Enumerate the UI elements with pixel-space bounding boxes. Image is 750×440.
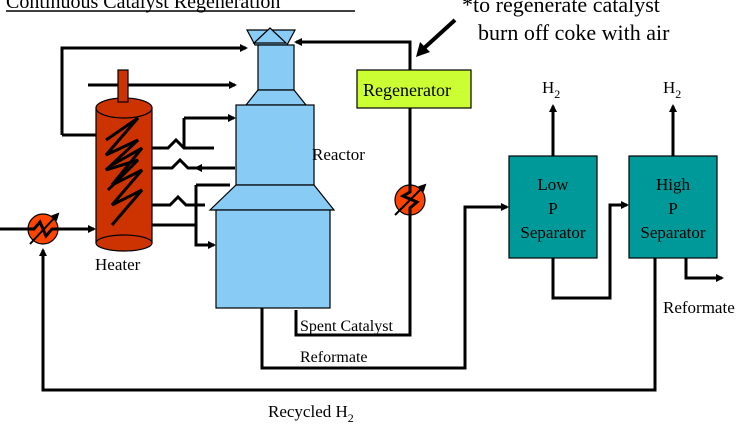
note-line-1: *to regenerate catalyst [462, 0, 660, 17]
high-sep-label-1: High [656, 175, 691, 194]
heat-exchanger-feed [18, 212, 68, 245]
spent-catalyst-line [294, 220, 412, 337]
reformate-out-line [684, 258, 724, 282]
crossover-1 [152, 137, 214, 150]
heat-exchanger-regen [394, 180, 427, 220]
recycled-h2-label: Recycled H2 [268, 402, 354, 425]
heater [95, 69, 153, 252]
reactor-label: Reactor [312, 145, 365, 164]
crossover-3 [152, 194, 205, 207]
reactor-to-low-sep-line [260, 203, 509, 370]
low-to-high-sep-line [551, 201, 629, 300]
h2-label-high: H2 [663, 78, 681, 101]
low-sep-label-1: Low [537, 175, 569, 194]
low-sep-label-3: Separator [520, 223, 585, 242]
regenerator-label: Regenerator [363, 80, 451, 100]
heater-to-reactor-top-line [60, 44, 248, 135]
spent-catalyst-label: Spent Catalyst [300, 318, 393, 335]
note-line-2: burn off coke with air [478, 20, 670, 45]
heater-label: Heater [95, 255, 141, 274]
recycle-h2-line [39, 248, 657, 392]
reformate-out-label: Reformate [663, 298, 735, 317]
low-sep-label-2: P [548, 199, 557, 218]
high-sep-label-3: Separator [640, 223, 705, 242]
regen-to-reactor-line [294, 38, 412, 70]
low-p-separator [508, 155, 598, 259]
crossover-2 [152, 157, 196, 170]
note-arrow [420, 18, 457, 52]
to-reactor-lower-line [194, 185, 216, 249]
high-sep-label-2: P [668, 199, 677, 218]
diagram-title: Continuous Catalyst Regeneration [6, 0, 280, 13]
note-arrowhead [416, 42, 430, 57]
reactor [208, 27, 336, 309]
reformate-line-label: Reformate [300, 349, 368, 366]
regenerator-box [356, 69, 472, 109]
h2-label-low: H2 [542, 78, 560, 101]
